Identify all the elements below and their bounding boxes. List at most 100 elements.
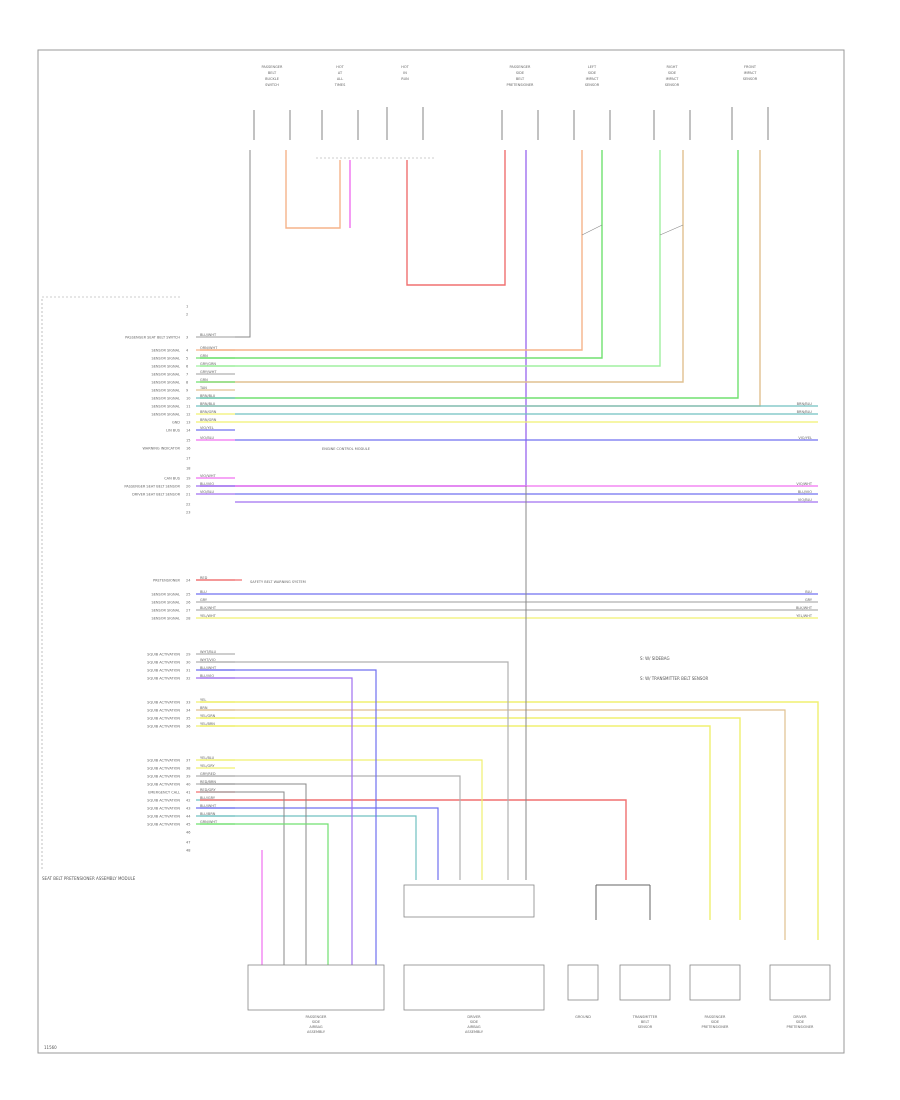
pin-row: 23 xyxy=(186,511,190,515)
top-component-label: BELT xyxy=(516,77,525,81)
pin-wire-color: GRY/GRN xyxy=(200,362,216,366)
pin-wire-color: YEL/WHT xyxy=(200,614,217,618)
pin-number: 25 xyxy=(186,593,190,597)
pin-wire-color: RED/GRY xyxy=(200,788,216,792)
pin-name: SENSOR SIGNAL xyxy=(151,397,180,401)
pin-name: PASSENGER SEAT BELT SENSOR xyxy=(124,485,180,489)
top-component-label: PASSENGER xyxy=(510,65,531,69)
pin-wire-color: VIO/WHT xyxy=(200,474,216,478)
pin-row: 1 xyxy=(186,305,188,309)
pin-number: 14 xyxy=(186,429,191,433)
wire-blue-pass xyxy=(200,669,377,965)
pin-number: 40 xyxy=(186,783,190,787)
bottom-component-bc3: GROUND xyxy=(567,964,599,1019)
top-wiring xyxy=(200,150,761,487)
pin-name: SENSOR SIGNAL xyxy=(151,601,180,605)
pin-wire-color: GRN xyxy=(200,354,208,358)
pin-number: 34 xyxy=(186,709,191,713)
bottom-component-label: SIDE xyxy=(796,1020,804,1024)
wire-tan-sensor xyxy=(200,150,684,383)
pin-name: SQUIB ACTIVATION xyxy=(147,823,180,827)
bottom-component-label: DRIVER xyxy=(467,1015,481,1019)
pin-row: 46 xyxy=(186,831,190,835)
top-component-label: IMPACT xyxy=(666,77,680,81)
wire-red-top xyxy=(406,150,506,286)
bottom-component-box xyxy=(689,964,741,1001)
right-wire-labels: BRN/BLUBRN/BLUVIO/YELVIO/WHTBLU/VIOVIO/B… xyxy=(796,402,813,618)
bottom-component-label: BELT xyxy=(641,1020,650,1024)
pin-name: SQUIB ACTIVATION xyxy=(147,717,180,721)
pin-row: 17 xyxy=(186,457,190,461)
pin-number: 19 xyxy=(186,477,190,481)
pin-number: 23 xyxy=(186,511,190,515)
pin-number: 21 xyxy=(186,493,190,497)
pin-number: 8 xyxy=(186,381,188,385)
bottom-component-label: TRANSMITTER xyxy=(632,1015,658,1019)
right-wire-label: VIO/BLU xyxy=(798,498,813,502)
pin-row: 48 xyxy=(186,849,190,853)
bottom-component-label: SENSOR xyxy=(638,1025,653,1029)
pin-number: 13 xyxy=(186,421,190,425)
pin-number: 43 xyxy=(186,807,190,811)
top-component-label: FRONT xyxy=(744,65,757,69)
pin-wire-color: BRN/BLU xyxy=(200,394,216,398)
pin-wire-color: BLU/WHT xyxy=(200,804,217,808)
pin-name: SQUIB ACTIVATION xyxy=(147,767,180,771)
bottom-component-label: DRIVER xyxy=(793,1015,807,1019)
pin-row: 47 xyxy=(186,841,190,845)
pin-number: 2 xyxy=(186,313,188,317)
pin-name: WARNING INDICATOR xyxy=(143,447,181,451)
pin-wire-color: WHT/BLU xyxy=(200,650,217,654)
pin-name: PRETENSIONER xyxy=(153,579,181,583)
top-component-label: SIDE xyxy=(668,71,676,75)
bottom-component-label: PRETENSIONER xyxy=(702,1025,730,1029)
pin-wire-color: BLU/GRY xyxy=(200,796,216,800)
pin-number: 15 xyxy=(186,439,190,443)
right-wire-label: YEL/WHT xyxy=(796,614,813,618)
pin-wire-color: BLU/WHT xyxy=(200,666,217,670)
pin-wire-color: BRN/BLU xyxy=(200,402,216,406)
pin-wire-color: WHT/VIO xyxy=(200,658,216,662)
wire-green-sensor xyxy=(200,150,603,359)
right-wire-label: BRN/BLU xyxy=(797,402,813,406)
top-component-label: RUN xyxy=(401,77,409,81)
pin-name: SENSOR SIGNAL xyxy=(151,413,180,417)
pin-name: SENSOR SIGNAL xyxy=(151,405,180,409)
pin-name: SENSOR SIGNAL xyxy=(151,349,180,353)
lower-wiring xyxy=(200,486,819,965)
pin-number: 31 xyxy=(186,669,190,673)
wire-yel-1 xyxy=(200,701,819,940)
wire-orange-sensor xyxy=(200,150,583,351)
wire-ground-split xyxy=(595,884,651,920)
pin-number: 45 xyxy=(186,823,190,827)
pin-number: 12 xyxy=(186,413,190,417)
pin-wire-color: TAN xyxy=(199,386,207,390)
bottom-component-label: AIRBAG xyxy=(309,1025,323,1029)
wire-tan-front xyxy=(200,150,761,407)
pin-name: SENSOR SIGNAL xyxy=(151,381,180,385)
top-component-bracket xyxy=(386,107,424,140)
wire-gray-lower-1 xyxy=(200,661,509,880)
pin-number: 11 xyxy=(186,405,190,409)
right-wire-label: BLK/WHT xyxy=(796,606,813,610)
